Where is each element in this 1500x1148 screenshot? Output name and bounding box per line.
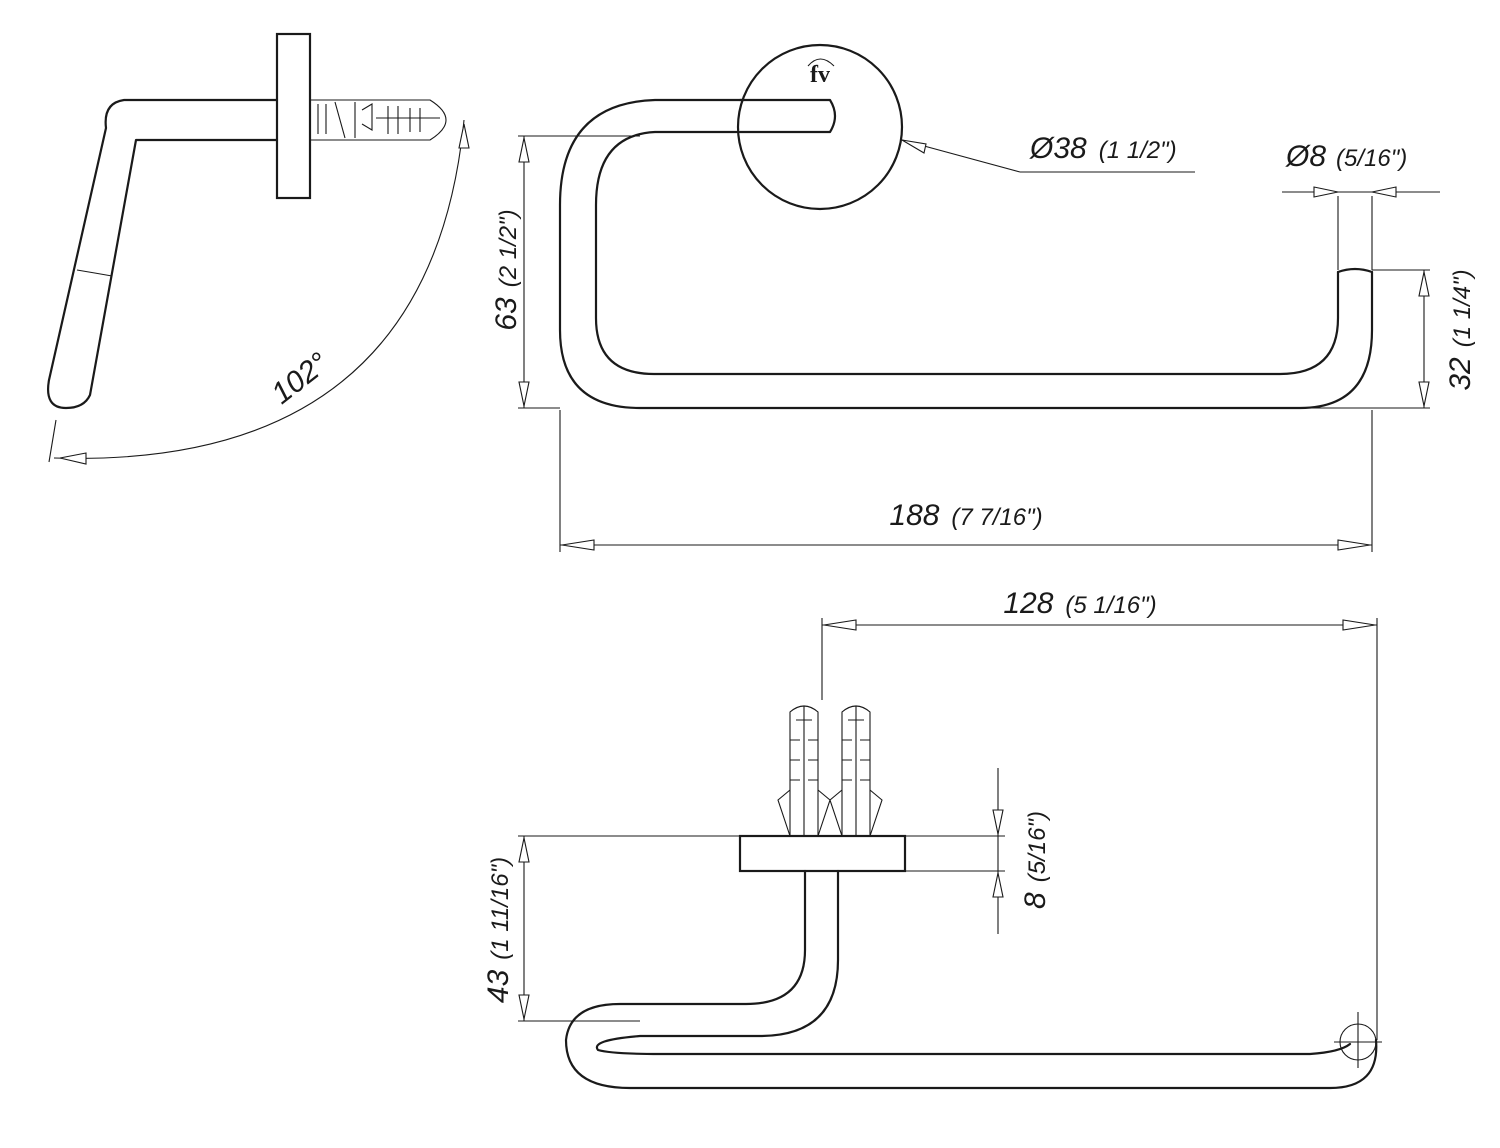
side-bar: [47, 98, 279, 410]
height-end-label: 32 (1 1/4"): [1444, 269, 1477, 390]
front-rosette: [736, 43, 904, 211]
height-total-label: 63 (2 1/2"): [490, 209, 523, 330]
angle-dimension-arc: [53, 119, 465, 459]
front-bar-outer: [558, 98, 1374, 410]
front-bar-inner: [594, 130, 1340, 376]
front-view: fv Ø38 (1 1/2") Ø8 (5/16") 63 (2 1/2"): [490, 43, 1477, 552]
bar-diameter-label: Ø8 (5/16"): [1285, 140, 1407, 173]
side-view: 102°: [47, 32, 470, 465]
rosette-thickness-label: 8 (5/16"): [1019, 811, 1052, 909]
side-wall-plate: [275, 32, 312, 200]
top-wall-anchor-left: [777, 705, 831, 837]
depth-label: 43 (1 11/16"): [482, 857, 515, 1003]
side-wall-anchor: [310, 99, 447, 141]
projection-label: 128 (5 1/16"): [1003, 587, 1156, 620]
top-wall-anchor-right: [829, 705, 883, 837]
top-rosette: [738, 834, 907, 873]
rosette-diameter-label: Ø38 (1 1/2"): [1029, 132, 1177, 165]
angle-label: 102°: [266, 346, 335, 410]
top-bar-inner: [595, 869, 1352, 1056]
brand-logo: fv: [810, 62, 830, 88]
top-view: 128 (5 1/16") 43 (1 11/16") 8 (5/16"): [482, 587, 1382, 1090]
width-total-label: 188 (7 7/16"): [889, 499, 1042, 532]
top-bar-outer: [564, 869, 1378, 1090]
